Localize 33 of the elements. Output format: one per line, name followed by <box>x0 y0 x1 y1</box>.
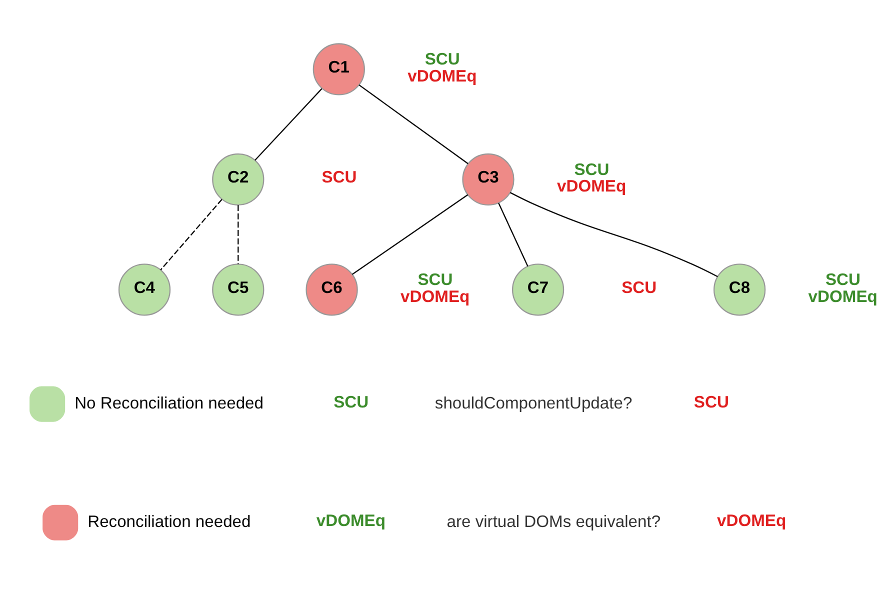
legend-label: No Reconciliation needed <box>74 393 264 412</box>
node-label: SCU <box>322 168 357 187</box>
node-circle: C1 <box>312 43 365 96</box>
node-circle: C4 <box>118 264 171 316</box>
label: vDOMEq <box>717 510 786 530</box>
connector <box>498 202 528 266</box>
connector <box>510 192 718 278</box>
connector <box>160 199 222 270</box>
node-label: SCU <box>622 278 657 297</box>
label: are virtual DOMs equivalent? <box>446 512 661 532</box>
legend-label: Reconciliation needed <box>88 512 251 532</box>
connector <box>254 88 322 161</box>
node-label: SCU <box>826 270 861 290</box>
label: shouldComponentUpdate? <box>434 393 632 412</box>
label: vDOMEq <box>316 510 386 530</box>
connector <box>238 205 239 264</box>
node-circle: C3 <box>462 153 514 206</box>
node-label: SCU <box>574 160 610 179</box>
node-circle: C5 <box>212 264 264 316</box>
node-label: vDOMEq <box>808 286 878 306</box>
node-circle: C8 <box>713 264 766 316</box>
node-label: SCU <box>424 50 460 69</box>
node-label: SCU <box>418 270 453 290</box>
connector <box>352 194 468 275</box>
node-label: vDOMEq <box>408 66 477 86</box>
label: SCU <box>334 392 369 412</box>
node-circle: C7 <box>512 264 564 316</box>
connector <box>358 84 468 164</box>
node-circle: C2 <box>212 153 264 206</box>
node-label: vDOMEq <box>400 286 470 306</box>
node-label: vDOMEq <box>557 176 626 196</box>
label: SCU <box>694 392 729 412</box>
node-circle: C6 <box>306 264 358 316</box>
